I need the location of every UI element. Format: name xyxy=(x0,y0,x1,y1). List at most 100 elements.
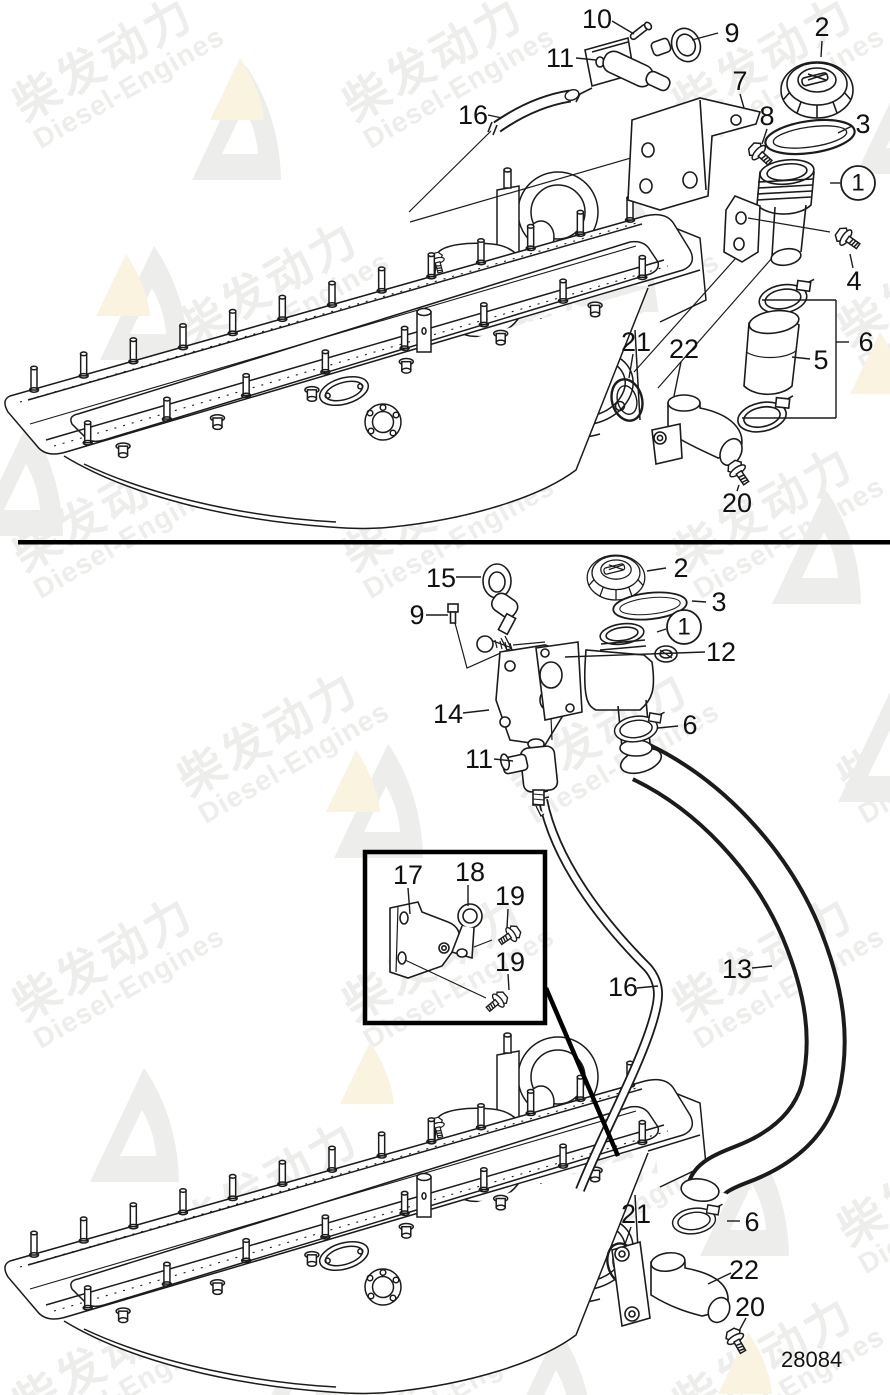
part-bracket-17 xyxy=(389,901,461,979)
section-divider xyxy=(18,540,890,545)
callout-label-9: 9 xyxy=(409,600,424,630)
callout-label-4: 4 xyxy=(846,266,861,296)
callout-label-3: 3 xyxy=(711,587,726,617)
callout-label-1: 1 xyxy=(851,170,864,197)
callout-label-1: 1 xyxy=(677,614,690,641)
callout-label-11: 11 xyxy=(546,43,574,73)
part-screw-20b xyxy=(721,1324,752,1358)
part-dipstick-15 xyxy=(482,563,519,653)
callout-9: 9 xyxy=(691,18,740,48)
callout-2: 2 xyxy=(646,553,689,583)
part-valve-11b xyxy=(499,738,559,817)
part-valve-11 xyxy=(575,36,671,103)
part-oring-3 xyxy=(762,113,858,161)
callout-22: 22 xyxy=(707,1255,759,1285)
callout-label-18: 18 xyxy=(455,857,485,887)
callout-label-21: 21 xyxy=(621,327,651,357)
callout-10: 10 xyxy=(582,4,635,35)
callout-20: 20 xyxy=(735,1292,765,1332)
callout-label-6: 6 xyxy=(682,710,697,740)
watermark-triangle xyxy=(322,748,384,819)
part-screw-19b xyxy=(482,987,512,1017)
watermark-logo-icon xyxy=(852,58,890,181)
watermark-logo-icon xyxy=(86,1066,182,1189)
callout-15: 15 xyxy=(426,563,481,593)
watermark-logo-icon xyxy=(330,742,426,865)
oil-pan-bottom xyxy=(5,1033,706,1394)
watermark-logo-icon xyxy=(834,686,890,809)
callout-11: 11 xyxy=(546,43,597,73)
callout-label-9: 9 xyxy=(724,18,739,48)
callout-21: 21 xyxy=(621,1199,651,1248)
part-hose-16 xyxy=(487,89,580,136)
callout-label-7: 7 xyxy=(732,66,747,96)
watermark-triangle xyxy=(206,56,268,127)
pointer-line xyxy=(657,257,773,389)
part-clamp-6-lower xyxy=(733,393,800,437)
pointer-line xyxy=(633,239,753,373)
callout-20: 20 xyxy=(722,484,752,518)
callout-label-14: 14 xyxy=(433,699,463,729)
part-cap-9 xyxy=(650,27,702,63)
callout-label-17: 17 xyxy=(393,860,423,890)
part-bracket-7 xyxy=(627,97,762,211)
callout-label-3: 3 xyxy=(855,109,870,139)
callout-label-10: 10 xyxy=(582,4,612,34)
callout-16: 16 xyxy=(608,972,659,1002)
callout-label-2: 2 xyxy=(673,553,688,583)
callout-18: 18 xyxy=(455,857,485,906)
part-filler-neck-1 xyxy=(723,158,831,267)
callout-16: 16 xyxy=(458,100,503,130)
watermark-triangle xyxy=(92,252,154,323)
part-elbow-22 xyxy=(651,394,743,467)
callout-19: 19 xyxy=(495,881,525,929)
watermark-triangle xyxy=(336,1040,398,1111)
callout-label-22: 22 xyxy=(669,334,699,364)
detail-inset-box xyxy=(362,849,621,1157)
pointer-line xyxy=(409,152,649,223)
callout-label-19: 19 xyxy=(495,881,525,911)
callout-7: 7 xyxy=(732,66,748,109)
callout-14: 14 xyxy=(433,699,490,729)
callout-label-13: 13 xyxy=(722,954,752,984)
callout-1: 1 xyxy=(830,165,876,201)
watermark-triangle xyxy=(846,330,890,401)
oil-pan-top xyxy=(5,168,706,529)
callout-1: 1 xyxy=(656,609,702,645)
callout-label-8: 8 xyxy=(759,101,774,131)
callout-8: 8 xyxy=(759,101,775,145)
callout-3: 3 xyxy=(837,109,871,139)
callout-11: 11 xyxy=(465,744,514,774)
part-filler-cap-2 xyxy=(780,61,854,119)
callout-label-21: 21 xyxy=(621,1199,651,1229)
callout-label-11: 11 xyxy=(465,744,493,774)
drawing-number: 28084 xyxy=(781,1347,842,1372)
top-diagram xyxy=(5,21,865,529)
part-clamp-6-lower xyxy=(669,1202,727,1238)
callout-6: 6 xyxy=(727,1207,760,1237)
callout-label-5: 5 xyxy=(813,345,828,375)
part-filler-cap-2 xyxy=(586,554,646,601)
callout-9: 9 xyxy=(409,600,448,630)
callout-label-20: 20 xyxy=(735,1292,765,1322)
bottom-diagram xyxy=(5,554,847,1394)
part-pin-10 xyxy=(629,21,653,41)
callout-label-15: 15 xyxy=(426,563,456,593)
callout-22: 22 xyxy=(669,334,699,397)
watermark-logo-icon xyxy=(500,1326,596,1395)
callout-13: 13 xyxy=(722,954,773,984)
callout-label-16: 16 xyxy=(608,972,638,1002)
callout-6: 6 xyxy=(657,710,698,740)
watermark-logo-icon xyxy=(0,420,66,543)
part-screw-9 xyxy=(447,603,546,669)
callout-3: 3 xyxy=(691,587,727,617)
callout-6: 6 xyxy=(742,299,874,419)
callout-12: 12 xyxy=(564,637,736,667)
part-screw-4 xyxy=(831,223,865,255)
part-hose-5 xyxy=(743,309,800,396)
part-hose-13 xyxy=(619,743,847,1203)
callout-label-6: 6 xyxy=(744,1207,759,1237)
callout-4: 4 xyxy=(846,253,862,296)
